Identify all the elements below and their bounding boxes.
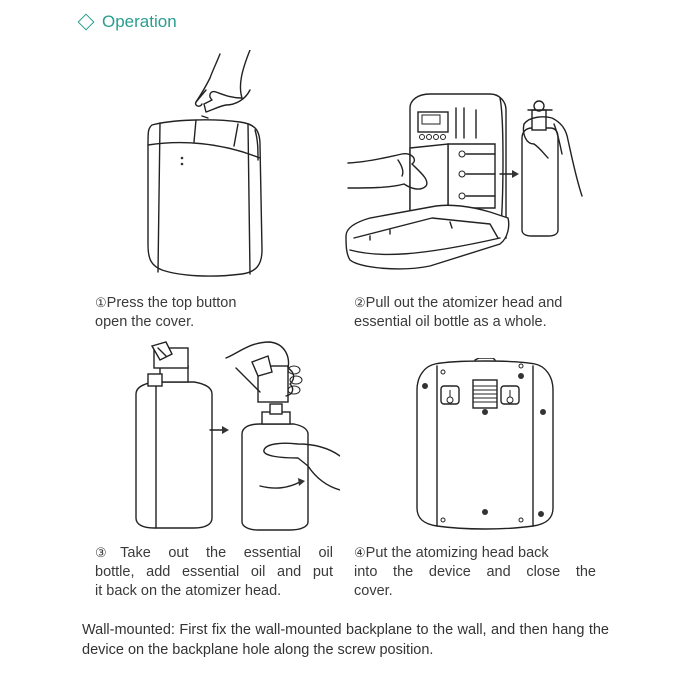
- diamond-outline-icon: [77, 13, 95, 31]
- step-1-caption: ①Press the top button open the cover.: [95, 295, 237, 330]
- section-title: Operation: [77, 12, 177, 32]
- step-2-number: ②: [354, 295, 366, 310]
- step-4-number: ④: [354, 545, 366, 560]
- figure-step-3: [130, 338, 340, 534]
- step-4-caption: ④Put the atomizing head back into the de…: [354, 545, 596, 599]
- step-1-number: ①: [95, 295, 107, 310]
- figure-step-4: [415, 358, 555, 530]
- step-3-number: ③: [95, 545, 121, 560]
- section-title-text: Operation: [102, 12, 177, 31]
- wall-mount-note: Wall-mounted: First fix the wall-mounted…: [82, 622, 609, 658]
- step-3-caption: ③Take out the essential oil bottle, add …: [95, 545, 334, 599]
- figure-step-2: [340, 88, 600, 278]
- step-2-caption: ②Pull out the atomizer head and essentia…: [354, 295, 563, 330]
- figure-step-1: [130, 50, 280, 280]
